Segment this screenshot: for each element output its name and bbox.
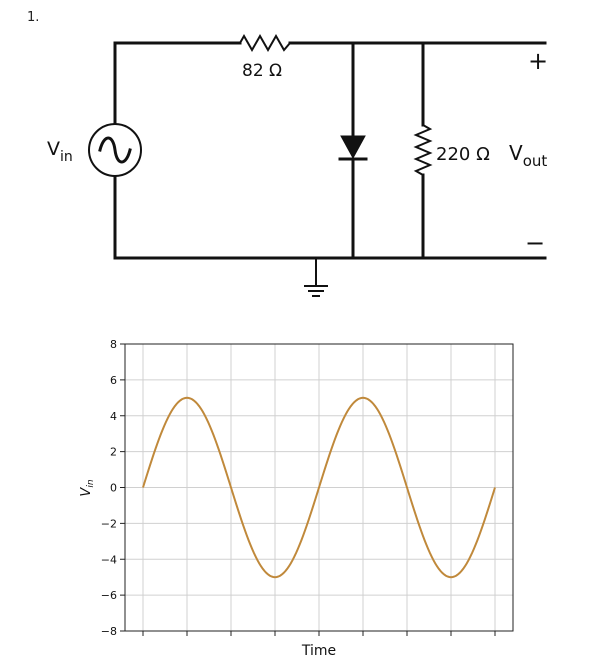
vin-chart: 8 6 4 2 0 −2 −4 −6 −8 Time Vin (79, 338, 514, 659)
y-tick-label: 8 (110, 338, 117, 351)
y-tick-label: 4 (110, 410, 117, 423)
y-tick-label: 0 (110, 482, 117, 495)
x-axis-ticks (142, 631, 496, 636)
problem-number: 1. (27, 10, 40, 25)
x-axis-label: Time (301, 643, 336, 659)
resistor-220-symbol (413, 123, 433, 177)
y-tick-label: 2 (110, 446, 117, 459)
y-tick-label: −4 (101, 553, 117, 566)
plus-terminal-label: + (528, 47, 548, 75)
vout-label: Vout (509, 141, 547, 170)
circuit-diagram (88, 33, 547, 297)
y-tick-label: −6 (101, 589, 117, 602)
minus-terminal-label: − (525, 229, 545, 257)
series-resistor-label: 82 Ω (242, 61, 282, 81)
series-line-vin (142, 396, 496, 579)
y-tick-label: −8 (101, 625, 117, 638)
diode-icon (340, 135, 366, 160)
y-axis-label: Vin (79, 479, 96, 496)
load-resistor-label: 220 Ω (436, 144, 490, 165)
y-axis-ticks: 8 6 4 2 0 −2 −4 −6 −8 (101, 338, 125, 638)
sine-wave-icon (98, 136, 132, 164)
y-tick-label: −2 (101, 517, 117, 530)
y-tick-label: 6 (110, 374, 117, 387)
resistor-82-symbol (238, 33, 292, 53)
vin-label: Vin (47, 138, 73, 165)
